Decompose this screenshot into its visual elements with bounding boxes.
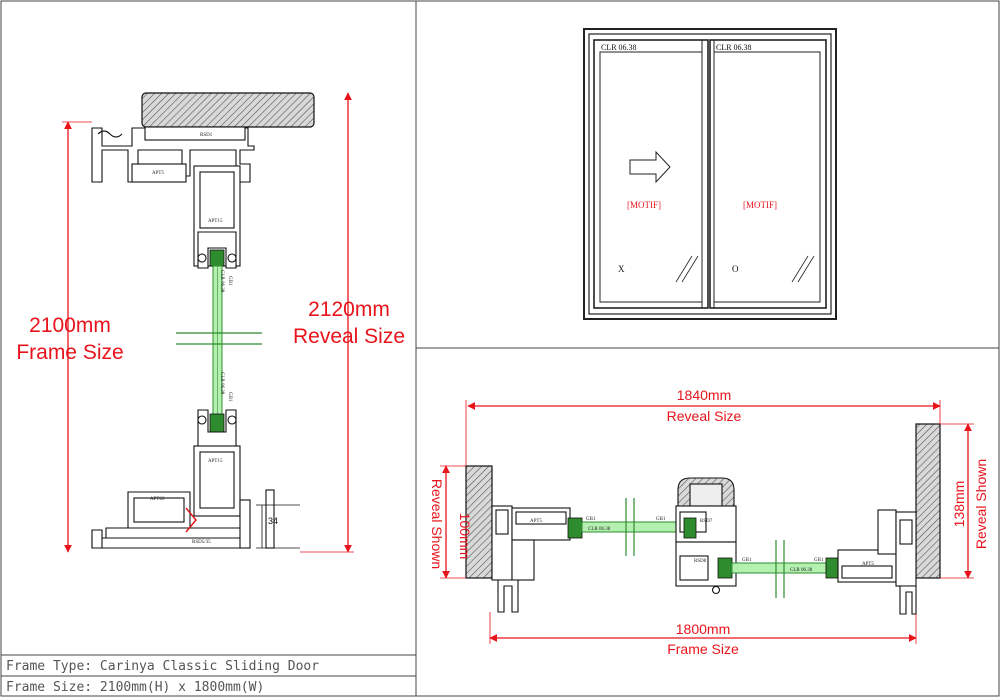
reveal-left-label: Reveal Shown xyxy=(429,479,445,569)
vertical-section: 34 RSD1 APT5 APT15 APT15 APT60 RSD5/35 C… xyxy=(16,92,405,553)
glass-reflection-icon xyxy=(675,255,815,283)
frame-width-label: Frame Size xyxy=(667,641,739,657)
right-jamb-wall-hatch xyxy=(915,423,941,579)
reveal-size-value: 2120mm xyxy=(308,298,390,321)
reveal-right-value: 138mm xyxy=(951,481,967,528)
head-glazing-seal xyxy=(209,249,225,267)
plan-glazing-seal-center-b xyxy=(717,557,733,579)
label-apt60: APT60 xyxy=(150,497,165,502)
plan-label-glass-right: CLR 06.38 xyxy=(790,568,813,573)
plan-label-gb1-c: GB1 xyxy=(742,558,752,563)
label-apt15-top: APT15 xyxy=(208,219,223,224)
sill-sash-profile xyxy=(193,409,241,517)
plan-label-rsd8: RSD8 xyxy=(694,559,707,564)
plan-glazing-seal-center-a xyxy=(683,517,697,539)
left-panel-glass-label: CLR 06.38 xyxy=(601,43,637,52)
reveal-width-label: Reveal Size xyxy=(667,408,742,424)
right-motif: [MOTIF] xyxy=(743,200,777,210)
plan-label-rsd7: RSD7 xyxy=(700,519,713,524)
elevation-outer-frame xyxy=(583,28,837,320)
right-panel xyxy=(709,39,827,309)
plan-label-gb1-d: GB1 xyxy=(814,558,824,563)
label-gb1-bottom: GB1 xyxy=(227,392,232,402)
sliding-direction-arrow-icon xyxy=(629,150,671,184)
dim-34 xyxy=(256,504,300,549)
label-rsd1: RSD1 xyxy=(200,133,213,138)
label-glass-bottom: CLR 06.38 xyxy=(219,372,224,395)
head-wall-hatch xyxy=(141,92,315,128)
reveal-size-label: Reveal Size xyxy=(293,325,405,348)
left-jamb-wall-hatch xyxy=(465,465,493,579)
left-motif: [MOTIF] xyxy=(627,200,661,210)
plan-label-apt5-left: APT5 xyxy=(530,519,542,524)
label-apt5: APT5 xyxy=(152,171,164,176)
plan-label-glass-left: CLR 06.38 xyxy=(588,527,611,532)
right-jamb-profile xyxy=(837,509,917,615)
plan-glazing-seal-left xyxy=(567,517,583,539)
plan-label-apt5-right: APT5 xyxy=(862,562,874,567)
frame-size-text: Frame Size: 2100mm(H) x 1800mm(W) xyxy=(6,680,264,695)
head-frame-profile xyxy=(91,126,255,183)
frame-width-value: 1800mm xyxy=(676,621,730,637)
label-glass-top: CLR 06.38 xyxy=(219,270,224,293)
head-sash-profile xyxy=(193,165,241,269)
reveal-width-value: 1840mm xyxy=(677,387,731,403)
sill-glazing-seal xyxy=(209,413,225,433)
reveal-right-label: Reveal Shown xyxy=(973,459,989,549)
right-panel-glass-label: CLR 06.38 xyxy=(716,43,752,52)
sill-frame-profile xyxy=(91,489,275,549)
frame-size-label: Frame Size xyxy=(16,341,123,364)
plan-section: APT5 APT5 RSD7 RSD8 CLR 06.38 CLR 06.38 … xyxy=(429,387,989,657)
left-panel-mark: X xyxy=(618,264,625,274)
left-jamb-profile xyxy=(491,505,571,613)
frame-type-text: Frame Type: Carinya Classic Sliding Door xyxy=(6,659,319,674)
right-panel-mark: O xyxy=(732,264,739,274)
left-panel xyxy=(593,39,709,309)
label-apt15-bottom: APT15 xyxy=(208,459,223,464)
break-lines-vertical xyxy=(176,332,262,345)
frame-size-value: 2100mm xyxy=(29,314,111,337)
title-block: Frame Type: Carinya Classic Sliding Door… xyxy=(6,659,319,695)
plan-label-gb1-a: GB1 xyxy=(586,517,596,522)
plan-label-gb1-b: GB1 xyxy=(656,517,666,522)
dim-34-text: 34 xyxy=(268,516,278,526)
label-gb1-top: GB1 xyxy=(227,276,232,286)
reveal-left-value: 100mm xyxy=(457,513,473,560)
label-rsd5: RSD5/35 xyxy=(192,540,211,545)
door-elevation: CLR 06.38 CLR 06.38 [MOTIF] [MOTIF] X O xyxy=(583,28,837,320)
